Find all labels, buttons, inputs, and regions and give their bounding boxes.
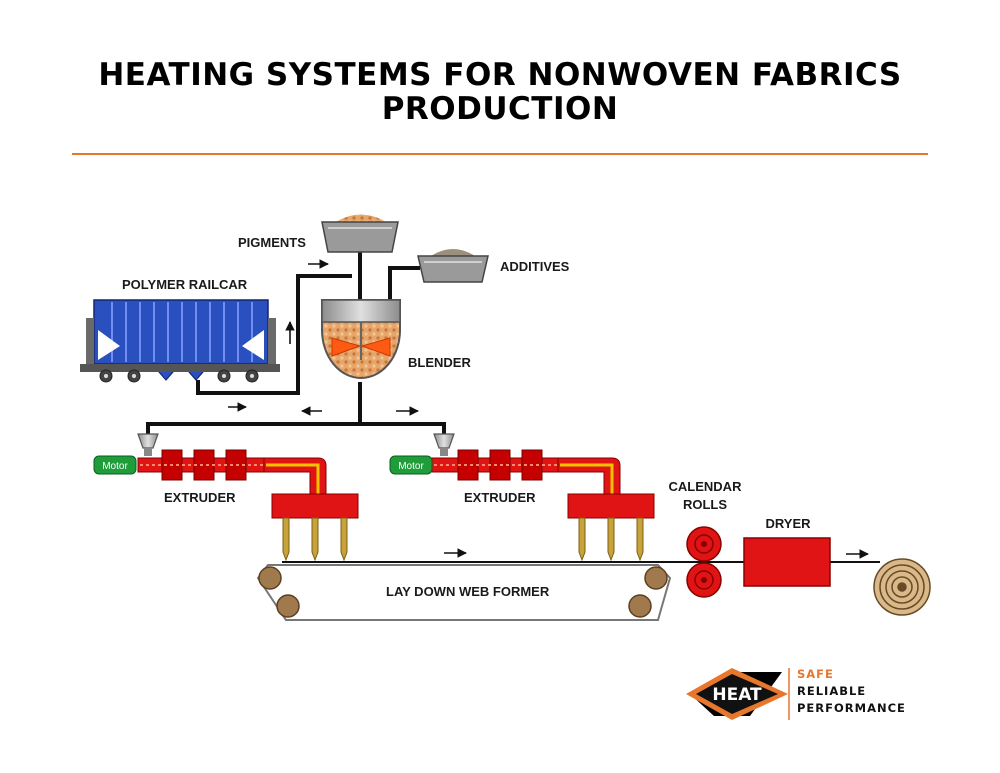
title-divider xyxy=(72,153,928,155)
additives-label: ADDITIVES xyxy=(500,259,570,274)
flow-arrows xyxy=(228,259,869,559)
left-spinneret xyxy=(271,493,359,562)
right-extruder-label: EXTRUDER xyxy=(464,490,536,505)
pigments-label: PIGMENTS xyxy=(238,235,306,250)
right-motor-label: Motor xyxy=(398,461,424,472)
tagline-safe: SAFE xyxy=(797,667,834,681)
tagline-reliable: RELIABLE xyxy=(797,684,867,698)
left-motor: Motor xyxy=(93,455,137,475)
page-title-line-2: PRODUCTION xyxy=(381,91,619,127)
dryer-unit xyxy=(743,537,831,587)
web-former-belt xyxy=(256,564,672,621)
heat-logo: HEAT xyxy=(686,668,790,720)
web-former-label: LAY DOWN WEB FORMER xyxy=(386,584,550,599)
additives-bin xyxy=(417,249,489,283)
feed-piping xyxy=(146,252,446,436)
right-extruder xyxy=(431,433,621,495)
blender-label: BLENDER xyxy=(408,355,471,370)
logo-wordmark: HEAT xyxy=(712,685,762,705)
dryer-label: DRYER xyxy=(765,516,811,531)
pigments-bin xyxy=(321,214,399,253)
left-motor-label: Motor xyxy=(102,461,128,472)
calendar-rolls xyxy=(686,526,722,598)
calendar-label-line-2: ROLLS xyxy=(683,497,727,512)
blender-vessel xyxy=(321,299,401,379)
polymer-railcar-label: POLYMER RAILCAR xyxy=(122,277,248,292)
calendar-label-line-1: CALENDAR xyxy=(669,479,743,494)
left-extruder xyxy=(137,433,327,495)
page-title-line-1: HEATING SYSTEMS FOR NONWOVEN FABRICS xyxy=(98,57,902,93)
tagline-performance: PERFORMANCE xyxy=(797,701,906,715)
polymer-railcar xyxy=(80,299,280,383)
right-motor: Motor xyxy=(389,455,433,475)
finished-fabric-roll xyxy=(873,558,931,616)
left-extruder-label: EXTRUDER xyxy=(164,490,236,505)
right-spinneret xyxy=(567,493,655,562)
